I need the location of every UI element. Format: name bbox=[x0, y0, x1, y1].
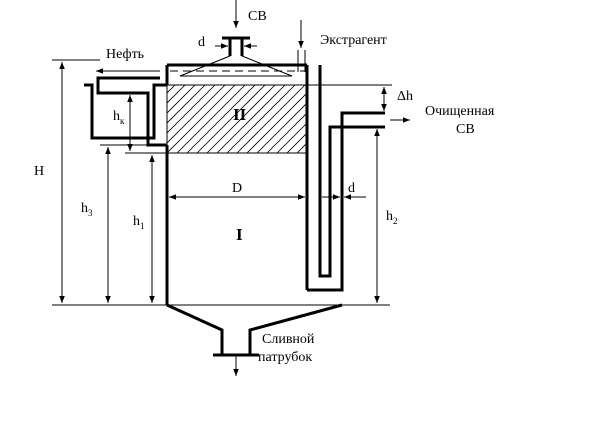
hatch-line bbox=[206, 85, 276, 153]
diameter-label: D bbox=[232, 181, 242, 196]
hatch-line bbox=[226, 85, 296, 153]
pipe-d-top-label: d bbox=[198, 35, 205, 50]
extractant-pipe bbox=[297, 20, 306, 72]
oil-label: Нефть bbox=[106, 47, 144, 62]
hatch-line bbox=[286, 132, 307, 153]
purified-label-line2: СВ bbox=[456, 122, 475, 137]
drain-label-line2: патрубок bbox=[258, 350, 312, 365]
hatch-line bbox=[167, 85, 186, 104]
inlet-sv-label: СВ bbox=[248, 9, 267, 24]
zone-i-label: I bbox=[236, 225, 243, 244]
hatch-line bbox=[236, 85, 306, 153]
hatch-line bbox=[167, 85, 216, 134]
oil-outlet-channel bbox=[84, 68, 167, 147]
hatch-line bbox=[186, 85, 256, 153]
dimension-lines bbox=[52, 43, 392, 306]
h-k-label: hк bbox=[113, 109, 125, 126]
hatch-line bbox=[216, 85, 286, 153]
hatch-line bbox=[256, 102, 307, 153]
h-3-label: h3 bbox=[81, 201, 93, 218]
drain-label-line1: Сливной bbox=[262, 332, 315, 347]
extractant-label: Экстрагент bbox=[320, 33, 387, 48]
h-2-label: h2 bbox=[386, 209, 398, 226]
hatch-line bbox=[167, 85, 236, 153]
hatch-line bbox=[167, 85, 196, 114]
vessel-body bbox=[165, 63, 343, 357]
hatch-line bbox=[196, 85, 266, 153]
inlet-pipe bbox=[179, 0, 293, 77]
downcomer-pipe bbox=[307, 65, 410, 292]
hatch-line bbox=[310, 80, 390, 160]
h-1-label: h1 bbox=[133, 214, 145, 231]
height-total-label: H bbox=[34, 164, 44, 179]
hatch-line bbox=[296, 142, 307, 153]
hatch-line bbox=[306, 152, 307, 153]
hatch-line bbox=[176, 85, 246, 153]
purified-label-line1: Очищенная bbox=[425, 104, 495, 119]
zone-ii-label: II bbox=[233, 105, 247, 124]
delta-h-label: Δh bbox=[397, 89, 413, 104]
pipe-d-right-label: d bbox=[348, 181, 355, 196]
hatch-line bbox=[266, 112, 307, 153]
hatch-line bbox=[276, 122, 307, 153]
hatch-line bbox=[167, 85, 226, 144]
hatch-line bbox=[167, 85, 206, 124]
